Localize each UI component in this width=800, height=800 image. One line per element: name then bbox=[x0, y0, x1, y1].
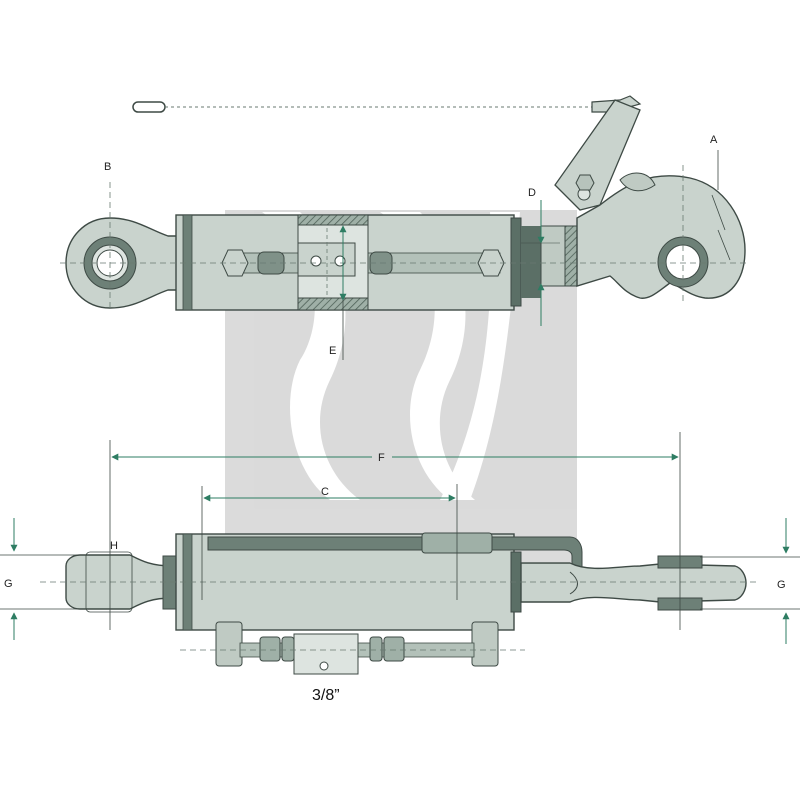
dimension-d: D bbox=[521, 187, 560, 326]
label-g-right: G bbox=[777, 579, 786, 591]
dimension-b: B bbox=[104, 161, 111, 173]
dimension-h: H bbox=[110, 540, 118, 552]
label-b: B bbox=[104, 161, 111, 173]
label-g-left: G bbox=[4, 578, 13, 590]
dimension-g-right: G bbox=[700, 518, 800, 644]
cylinder-body-top bbox=[175, 214, 578, 311]
dimension-a: A bbox=[710, 134, 719, 190]
release-cord bbox=[132, 95, 642, 113]
label-f: F bbox=[378, 452, 385, 464]
hook-arm bbox=[554, 99, 641, 211]
label-a: A bbox=[710, 134, 718, 146]
top-view bbox=[60, 95, 750, 312]
thread-size-caption: 3/8” bbox=[312, 687, 340, 704]
side-view bbox=[40, 532, 760, 675]
dimension-c: C bbox=[201, 484, 458, 600]
label-c: C bbox=[321, 486, 329, 498]
hook-head bbox=[576, 172, 746, 299]
label-h: H bbox=[110, 540, 118, 552]
dimension-f: F bbox=[109, 432, 681, 630]
label-e: E bbox=[329, 345, 336, 357]
label-d: D bbox=[528, 187, 536, 199]
dimension-g-left: G bbox=[0, 518, 90, 640]
dimension-e: E bbox=[329, 225, 347, 360]
